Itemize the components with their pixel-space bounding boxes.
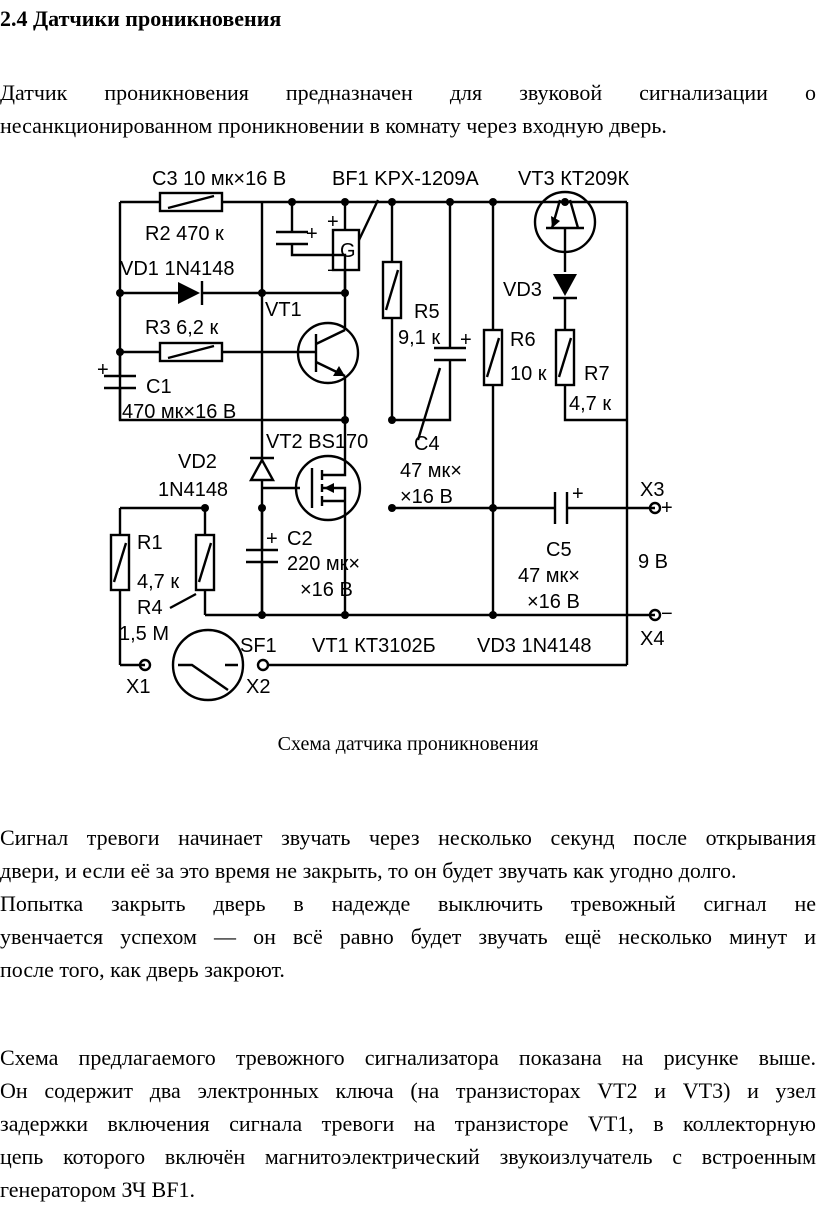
label-vd3-type: VD3 1N4148 xyxy=(477,635,592,657)
label-r7-value: 4,7 к xyxy=(569,393,611,415)
paragraph-line: задержки включения сигнала тревоги на тр… xyxy=(0,1111,816,1136)
label-c5-value1: 47 мк× xyxy=(518,565,580,587)
capacitor-c3 xyxy=(276,230,308,246)
label-c1-plus: + xyxy=(97,359,109,381)
label-bf1-minus: − xyxy=(327,260,339,282)
label-bf1: BF1 KPX-1209A xyxy=(332,168,479,190)
label-sf1: SF1 xyxy=(240,635,277,657)
transistor-vt2 xyxy=(294,454,362,522)
label-vd1: VD1 1N4148 xyxy=(120,258,235,280)
terminals xyxy=(138,501,662,672)
label-c2-plus: + xyxy=(266,528,278,550)
capacitor-c5 xyxy=(553,492,569,524)
label-c1-value: 470 мк×16 В xyxy=(122,401,236,423)
paragraph-line: двери, и если её за это время не закрыть… xyxy=(0,858,737,883)
capacitor-c2 xyxy=(246,548,278,564)
circuit-wires xyxy=(118,200,655,667)
label-x2: X2 xyxy=(246,676,270,698)
label-x4-minus: − xyxy=(661,603,673,625)
resistor-r5 xyxy=(381,260,403,320)
figure-caption: Схема датчика проникновения xyxy=(277,733,539,755)
paragraph-line: Попытка закрыть дверь в надежде выключит… xyxy=(0,891,816,916)
label-c5-plus: + xyxy=(572,483,584,505)
label-r4-name: R4 xyxy=(137,597,163,619)
label-r1-value: 4,7 к xyxy=(137,571,179,593)
label-c1-name: C1 xyxy=(146,376,172,398)
paragraph-line: генератором ЗЧ BF1. xyxy=(0,1177,195,1202)
transistor-vt3 xyxy=(533,190,597,254)
resistor-r4 xyxy=(194,533,216,592)
label-r7-name: R7 xyxy=(584,363,610,385)
paragraph-line: увенчается успехом — он всё равно будет … xyxy=(0,924,816,949)
label-c2-value1: 220 мк× xyxy=(287,553,360,575)
body-paragraph-description: Схема предлагаемого тревожного сигнализа… xyxy=(0,1041,816,1206)
reed-switch-sf1 xyxy=(171,628,245,702)
junction-dots xyxy=(116,198,569,619)
label-r4-value: 1,5 М xyxy=(119,623,169,645)
diode-vd2 xyxy=(248,456,276,482)
resistor-r7 xyxy=(554,328,576,387)
resistor-r1 xyxy=(109,533,131,592)
paragraph-line: Он содержит два электронных ключа (на тр… xyxy=(0,1078,816,1103)
label-c2-name: C2 xyxy=(287,528,313,550)
paragraph-line: после того, как дверь закроют. xyxy=(0,957,285,982)
paragraph-line: Датчик проникновения предназначен для зв… xyxy=(0,80,816,105)
label-c4-value2: ×16 В xyxy=(400,486,453,508)
label-c2-value2: ×16 В xyxy=(300,579,353,601)
intro-paragraph: Датчик проникновения предназначен для зв… xyxy=(0,76,816,142)
label-x3-plus: + xyxy=(661,497,673,519)
diode-vd3 xyxy=(553,274,577,300)
label-vt1: VT1 xyxy=(265,299,302,321)
label-vd3: VD3 xyxy=(503,279,542,301)
label-supply: 9 В xyxy=(638,551,668,573)
label-c4-value1: 47 мк× xyxy=(400,460,462,482)
paragraph-line: цепь которого включён магнитоэлектрическ… xyxy=(0,1144,816,1169)
diode-vd1 xyxy=(178,281,204,305)
body-paragraph-alarm: Сигнал тревоги начинает звучать через не… xyxy=(0,821,816,986)
resistor-r2 xyxy=(158,191,224,213)
resistor-r3 xyxy=(158,341,224,363)
label-g: G xyxy=(340,240,356,262)
label-bf1-plus: + xyxy=(327,211,339,233)
label-r5-name: R5 xyxy=(414,301,440,323)
label-vd2-name: VD2 xyxy=(178,451,217,473)
label-r3: R3 6,2 к xyxy=(145,317,218,339)
label-c4-name: C4 xyxy=(414,433,440,455)
transistor-vt1 xyxy=(296,321,360,385)
circuit-schematic: C3 10 мк×16 В BF1 KPX-1209A VT3 КТ209К R… xyxy=(97,168,673,702)
label-r2: R2 470 к xyxy=(145,223,224,245)
paragraph-line: Сигнал тревоги начинает звучать через не… xyxy=(0,825,816,850)
capacitor-c1 xyxy=(104,374,136,390)
label-x1: X1 xyxy=(126,676,150,698)
capacitor-c4 xyxy=(416,346,466,441)
label-c3: C3 10 мк×16 В xyxy=(152,168,286,190)
resistor-r6 xyxy=(482,328,504,387)
label-vd2-type: 1N4148 xyxy=(158,479,228,501)
section-heading: 2.4 Датчики проникновения xyxy=(0,6,282,31)
label-vt1-type: VT1 КТ3102Б xyxy=(312,635,436,657)
paragraph-line: несанкционированном проникновении в комн… xyxy=(0,113,667,138)
label-r6-value: 10 к xyxy=(510,363,547,385)
label-c4-plus: + xyxy=(460,329,472,351)
label-r1-name: R1 xyxy=(137,532,163,554)
label-r6-name: R6 xyxy=(510,329,536,351)
label-c5-name: C5 xyxy=(546,539,572,561)
label-x3: X3 xyxy=(640,479,664,501)
label-c5-value2: ×16 В xyxy=(527,591,580,613)
label-vt2: VT2 BS170 xyxy=(266,431,368,453)
label-r5-value: 9,1 к xyxy=(398,327,440,349)
paragraph-line: Схема предлагаемого тревожного сигнализа… xyxy=(0,1045,816,1070)
sounder-bf1 xyxy=(331,199,380,272)
label-x4: X4 xyxy=(640,628,664,650)
label-c3-plus: + xyxy=(306,223,318,245)
label-vt3: VT3 КТ209К xyxy=(518,168,629,190)
